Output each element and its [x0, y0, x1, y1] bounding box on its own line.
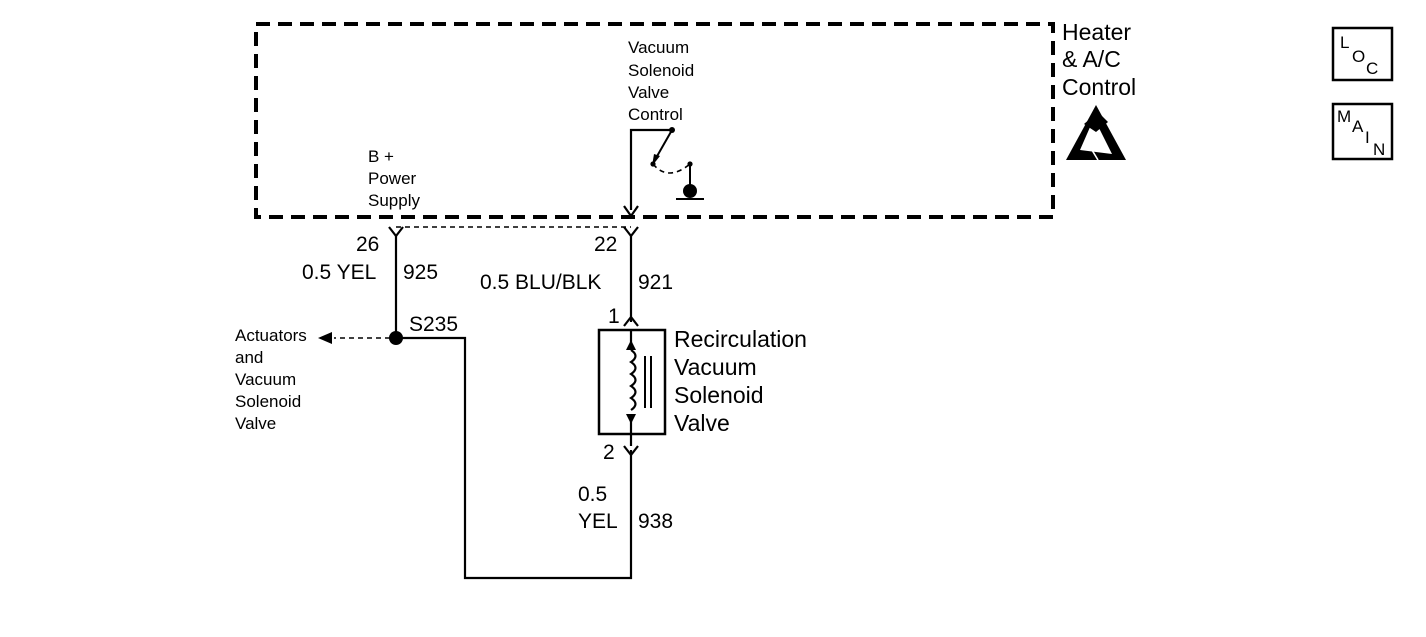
wire-938-color: YEL — [578, 510, 618, 533]
power-label-line-1: B + — [368, 147, 394, 166]
branch-label-line-5: Valve — [235, 414, 276, 433]
module-title-line-2: & A/C — [1062, 46, 1121, 72]
wire-925-color: 0.5 YEL — [302, 261, 376, 284]
module-title-line-3: Control — [1062, 74, 1136, 100]
component-label-line-2: Vacuum — [674, 354, 757, 380]
valve-pin-1 — [623, 315, 639, 327]
wire-921-circuit: 921 — [638, 271, 673, 294]
power-label-line-3: Supply — [368, 191, 420, 210]
connector-pin-22 — [623, 226, 639, 238]
loc-badge-letter-3: C — [1366, 59, 1378, 78]
valve-pin-2 — [623, 445, 639, 457]
component-label-line-1: Recirculation — [674, 326, 807, 352]
connector-pin-26 — [388, 226, 404, 238]
branch-label-line-4: Solenoid — [235, 392, 301, 411]
wire-921-color: 0.5 BLU/BLK — [480, 271, 601, 294]
loc-badge-letter-2: O — [1352, 47, 1365, 66]
branch-label-line-3: Vacuum — [235, 370, 296, 389]
branch-arrow-icon — [318, 332, 332, 344]
main-badge-letter-1: M — [1337, 107, 1351, 126]
control-module-boundary — [254, 22, 1055, 219]
loc-badge[interactable]: L O C — [1331, 26, 1394, 82]
branch-label-line-2: and — [235, 348, 263, 367]
switch-label-line-2: Solenoid — [628, 61, 694, 80]
switch-label-line-4: Control — [628, 105, 683, 124]
main-badge-letter-2: A — [1352, 117, 1364, 136]
wire-925-circuit: 925 — [403, 261, 438, 284]
main-badge[interactable]: M A I N — [1331, 102, 1394, 161]
vacuum-solenoid-control-switch — [629, 127, 704, 210]
loc-badge-letter-1: L — [1340, 33, 1349, 52]
wire-938-circuit: 938 — [638, 510, 673, 533]
component-label-line-3: Solenoid — [674, 382, 764, 408]
pin-22-label: 22 — [594, 233, 617, 256]
branch-label-line-1: Actuators — [235, 326, 307, 345]
main-badge-letter-3: I — [1365, 128, 1370, 147]
valve-pin-1-label: 1 — [608, 305, 620, 328]
switch-label-line-3: Valve — [628, 83, 669, 102]
pin-26-label: 26 — [356, 233, 379, 256]
power-label-line-2: Power — [368, 169, 417, 188]
wire-938 — [396, 336, 633, 580]
recirculation-solenoid-valve — [597, 328, 667, 436]
splice-label: S235 — [409, 313, 458, 336]
valve-pin-2-label: 2 — [603, 441, 615, 464]
component-label-line-4: Valve — [674, 410, 730, 436]
switch-label-line-1: Vacuum — [628, 38, 689, 57]
main-badge-letter-4: N — [1373, 140, 1385, 159]
esd-sensitive-icon — [1066, 105, 1126, 161]
switch-output-arrow — [623, 205, 639, 218]
module-title-line-1: Heater — [1062, 19, 1131, 45]
wire-938-gauge: 0.5 — [578, 483, 607, 506]
